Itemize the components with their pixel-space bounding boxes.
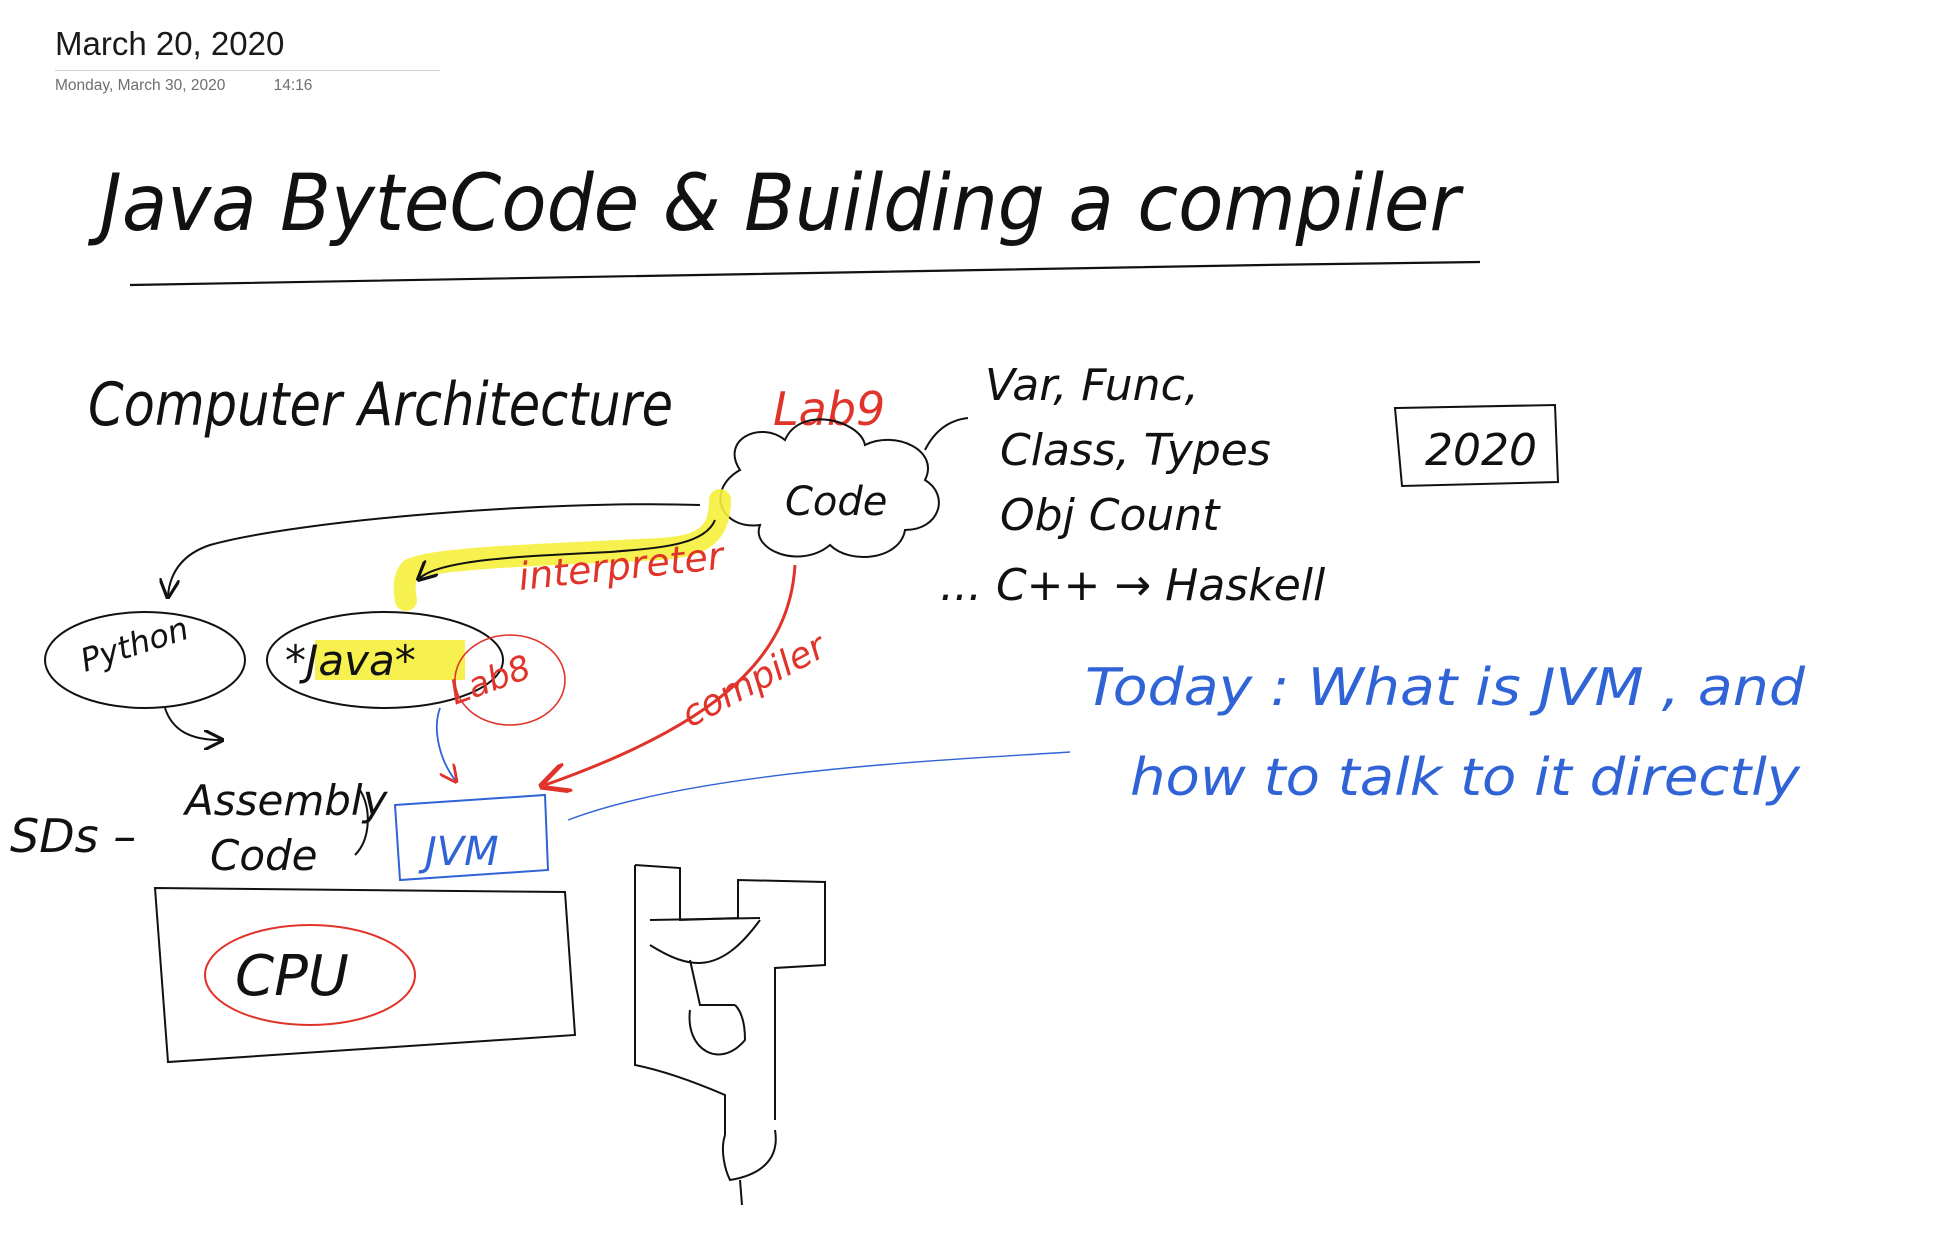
page-time: 14:16 — [273, 77, 313, 94]
ink-today-1: Today : What is JVM , and — [1085, 658, 1806, 718]
ink-java: *Java* — [285, 636, 416, 685]
year-box — [1393, 403, 1560, 488]
page-date: Monday, March 30, 2020 — [55, 77, 226, 94]
ink-jvm: JVM — [418, 829, 499, 875]
ink-os: SDs – — [10, 809, 136, 863]
ink-cpu: CPU — [235, 944, 349, 1009]
code-to-java-arrow — [420, 519, 716, 578]
assembly-bracket — [354, 789, 369, 856]
ink-notes-2: Class, Types — [1000, 425, 1271, 476]
java-oval — [266, 611, 504, 709]
jvm-to-today-line — [567, 751, 1071, 821]
ink-heading: Java ByteCode & Building a compiler — [88, 159, 1465, 249]
ink-today-2: how to talk to it directly — [1130, 748, 1801, 808]
java-to-jvm-arrow — [436, 707, 455, 780]
cpu-box — [153, 886, 577, 1064]
ink-year: 2020 — [1425, 425, 1537, 476]
ink-lab9: Lab9 — [773, 382, 885, 436]
heading-underline — [129, 260, 1481, 287]
jvm-box — [393, 793, 550, 882]
ink-notes-3: Obj Count — [1000, 490, 1221, 541]
page-meta: Monday, March 30, 2020 14:16 — [55, 77, 440, 95]
code-cloud — [719, 418, 940, 558]
python-oval — [44, 611, 246, 709]
page-header: March 20, 2020 Monday, March 30, 2020 14… — [55, 22, 440, 95]
ink-compiler: compiler — [675, 625, 835, 736]
ink-subheading: Computer Architecture — [88, 370, 673, 440]
python-to-assembly-arrow — [164, 707, 220, 740]
compiler-arrow — [545, 564, 797, 785]
cpu-circle — [204, 924, 416, 1026]
cloud-to-notes-arrow — [924, 417, 969, 451]
ink-interpreter: interpreter — [516, 533, 727, 598]
circuit-sketch — [634, 864, 826, 1206]
ink-notes-4: ... C++ → Haskell — [940, 560, 1326, 611]
ink-assembly-1: Assembly — [182, 776, 389, 825]
lab8-circle — [454, 634, 566, 726]
ink-assembly-2: Code — [210, 831, 318, 880]
page-title[interactable]: March 20, 2020 — [55, 22, 440, 71]
java-highlight — [315, 640, 465, 680]
code-to-python-arrow — [168, 503, 701, 595]
ink-code: Code — [785, 479, 887, 525]
ink-notes-1: Var, Func, — [985, 360, 1199, 411]
highlight-stroke — [393, 489, 731, 611]
